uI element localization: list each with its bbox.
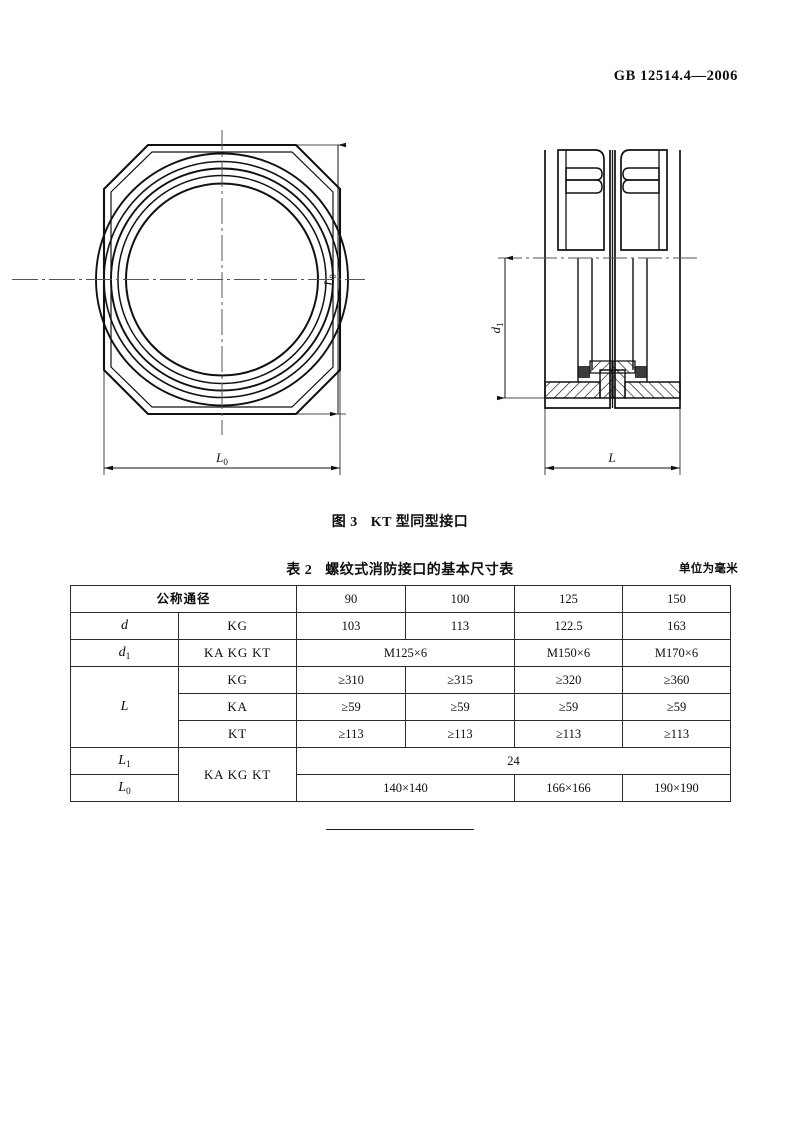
table-title: 表 2 螺纹式消防接口的基本尺寸表 (0, 559, 800, 579)
cell-L0-125: 166×166 (514, 774, 624, 802)
lug-left-slot-upper (565, 167, 603, 181)
cell-L-kg-125: ≥320 (514, 666, 624, 694)
lug-left-outer (557, 149, 605, 251)
row-symbol-L1-sub: 1 (126, 759, 131, 770)
cell-d-kg-100: 113 (405, 612, 516, 640)
table-row-L-kt: KT ≥113 ≥113 ≥113 ≥113 (71, 720, 732, 748)
octagon-inner-edge (110, 151, 334, 408)
seal-seat-right (612, 360, 636, 374)
cell-L-kt-125: ≥113 (514, 720, 624, 748)
header-dn-90: 90 (296, 585, 407, 613)
dim-label-L: L (607, 450, 615, 465)
cell-L-kg-90: ≥310 (296, 666, 407, 694)
cell-d-kg-90: 103 (296, 612, 407, 640)
dimension-table: 公称通径 90 100 125 150 d KG 103 113 122.5 1… (69, 585, 732, 802)
cell-L-ka-90: ≥59 (296, 693, 407, 721)
row-symbol-L1-base: L (118, 752, 127, 768)
section-hatch-base-right (624, 381, 681, 399)
gasket-left (578, 366, 590, 378)
figure-caption: 图 3 KT 型同型接口 (0, 511, 800, 531)
cell-L-kg-150: ≥360 (622, 666, 732, 694)
dim-label-d1: d1 (488, 323, 505, 334)
figure-drawings: L0 L0 (0, 130, 800, 505)
row-symbol-d1-sub: 1 (125, 651, 131, 662)
cell-L-ka-100: ≥59 (405, 693, 516, 721)
cell-d1-thread-150: M170×6 (622, 639, 732, 667)
figure-caption-text: KT 型同型接口 (370, 515, 469, 530)
header-dn-100: 100 (405, 585, 516, 613)
lug-right-slot-upper (622, 167, 660, 181)
section-hatch-interlock-right (612, 369, 626, 399)
cell-L-ka-150: ≥59 (622, 693, 732, 721)
row-type-L1-L0: KA KG KT (177, 747, 298, 802)
cell-L-kg-100: ≥315 (405, 666, 516, 694)
row-symbol-L0-base: L (118, 779, 127, 795)
dim-label-L0-horizontal: L0 (215, 450, 228, 467)
row-symbol-d1: d1 (70, 639, 179, 667)
row-type-L-ka: KA (177, 693, 298, 721)
unit-note: 单位为毫米 (679, 563, 738, 575)
row-type-L-kt: KT (177, 720, 298, 748)
body-outline-left (544, 150, 611, 409)
cell-L-kt-90: ≥113 (296, 720, 407, 748)
row-symbol-L: L (70, 666, 179, 748)
header-nominal-diameter: 公称通径 (69, 585, 298, 613)
table-row-L0: L0 140×140 166×166 190×190 (70, 774, 732, 802)
cell-L1-all: 24 (296, 747, 732, 775)
footer-separator-rule (326, 829, 474, 830)
row-symbol-d: d (70, 612, 179, 640)
section-hatch-base-left (544, 381, 601, 399)
row-symbol-L1: L1 (70, 747, 179, 775)
table-title-text: 螺纹式消防接口的基本尺寸表 (325, 563, 514, 578)
cell-d1-thread-90-100: M125×6 (296, 639, 516, 667)
row-type-d1: KA KG KT (177, 639, 298, 667)
body-outline-right (614, 150, 681, 409)
lug-right-outer (620, 149, 668, 251)
figure-caption-number: 图 3 (331, 515, 358, 530)
lug-right-slot-lower (622, 179, 660, 194)
table-title-number: 表 2 (286, 563, 313, 578)
dim-label-L0-vertical: L0 (321, 274, 338, 287)
cell-d-kg-125: 122.5 (514, 612, 624, 640)
table-row-L-kg: L KG ≥310 ≥315 ≥320 ≥360 (70, 666, 732, 748)
cell-L-ka-125: ≥59 (514, 693, 624, 721)
row-symbol-L0: L0 (70, 774, 179, 802)
cell-L-kt-150: ≥113 (622, 720, 732, 748)
left-end-view: L0 L0 (12, 130, 365, 475)
table-row-d1: d1 KA KG KT M125×6 M150×6 M170×6 (70, 639, 732, 667)
right-section-view: d1 L (488, 149, 700, 475)
header-dn-150: 150 (622, 585, 732, 613)
cell-L0-90-100: 140×140 (296, 774, 516, 802)
cell-d-kg-150: 163 (622, 612, 732, 640)
header-dn-125: 125 (514, 585, 624, 613)
row-type-d-kg: KG (177, 612, 298, 640)
lug-left-slot-lower (565, 179, 603, 194)
technical-drawing-svg: L0 L0 (12, 130, 700, 475)
row-type-L-kg: KG (177, 666, 298, 694)
table-row-d-kg: d KG 103 113 122.5 163 (70, 612, 732, 640)
cell-d1-thread-125: M150×6 (514, 639, 624, 667)
section-hatch-interlock-left (599, 369, 613, 399)
standard-number-header: GB 12514.4—2006 (613, 68, 738, 84)
cell-L-kt-100: ≥113 (405, 720, 516, 748)
cell-L0-150: 190×190 (622, 774, 732, 802)
table-row-header: 公称通径 90 100 125 150 (69, 585, 732, 613)
gasket-right (635, 366, 647, 378)
row-symbol-L0-sub: 0 (126, 786, 131, 797)
table-row-L1: L1 KA KG KT 24 (70, 747, 732, 802)
row-symbol-d1-base: d (118, 644, 126, 660)
seal-seat-left (589, 360, 613, 374)
